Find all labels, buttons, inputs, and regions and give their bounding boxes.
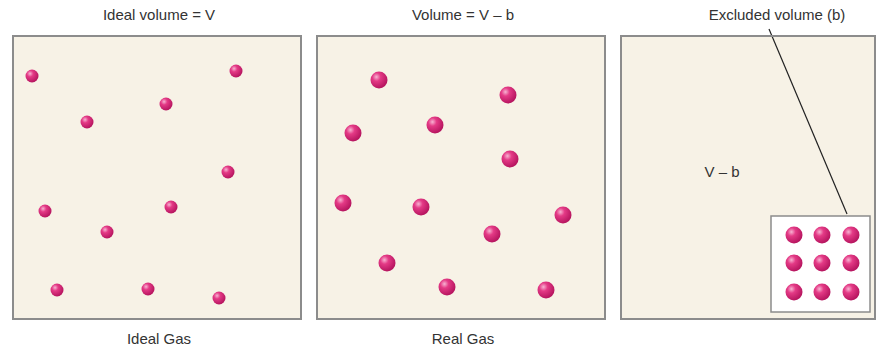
gas-panel: Ideal volume = VIdeal Gas (12, 35, 302, 320)
gas-particle (786, 284, 803, 301)
gas-particle (786, 255, 803, 272)
panel-ground (13, 36, 301, 319)
panel-ground (621, 36, 875, 319)
gas-particle (142, 283, 155, 296)
gas-particle (843, 255, 860, 272)
gas-particle (427, 117, 444, 134)
gas-particle (165, 201, 178, 214)
panel-heading: Ideal volume = V (103, 6, 215, 23)
gas-particle (39, 205, 52, 218)
gas-particle (379, 255, 396, 272)
gas-particle (371, 72, 388, 89)
gas-particle (413, 199, 430, 216)
gas-particle (484, 226, 501, 243)
gas-particle (843, 284, 860, 301)
gas-particle (814, 255, 831, 272)
gas-particle (555, 207, 572, 224)
free-volume-label: V – b (702, 163, 741, 180)
gas-particle (843, 227, 860, 244)
gas-particle (786, 227, 803, 244)
gas-panel: Excluded volume (b)V – b (620, 35, 876, 320)
gas-particle (502, 151, 519, 168)
gas-particle (814, 284, 831, 301)
gas-particle (51, 284, 64, 297)
leader-line (769, 29, 847, 214)
excluded-volume-box (771, 216, 870, 312)
gas-particle (230, 65, 243, 78)
excluded-volume-label: Excluded volume (b) (709, 6, 846, 23)
gas-particle (439, 279, 456, 296)
gas-particle (160, 98, 173, 111)
gas-particle (345, 125, 362, 142)
gas-particle (26, 70, 39, 83)
panel-heading: Volume = V – b (412, 6, 514, 23)
gas-panel: Volume = V – bReal Gas (316, 35, 606, 320)
gas-particle (814, 227, 831, 244)
panel-caption: Real Gas (432, 330, 495, 347)
gas-particle (538, 282, 555, 299)
gas-particles (26, 65, 860, 305)
gas-particle (101, 226, 114, 239)
gas-particle (213, 292, 226, 305)
gas-particle (81, 116, 94, 129)
gas-particle (500, 87, 517, 104)
gas-particle (335, 195, 352, 212)
gas-particle (222, 166, 235, 179)
panel-ground (317, 36, 605, 319)
panel-caption: Ideal Gas (127, 330, 191, 347)
